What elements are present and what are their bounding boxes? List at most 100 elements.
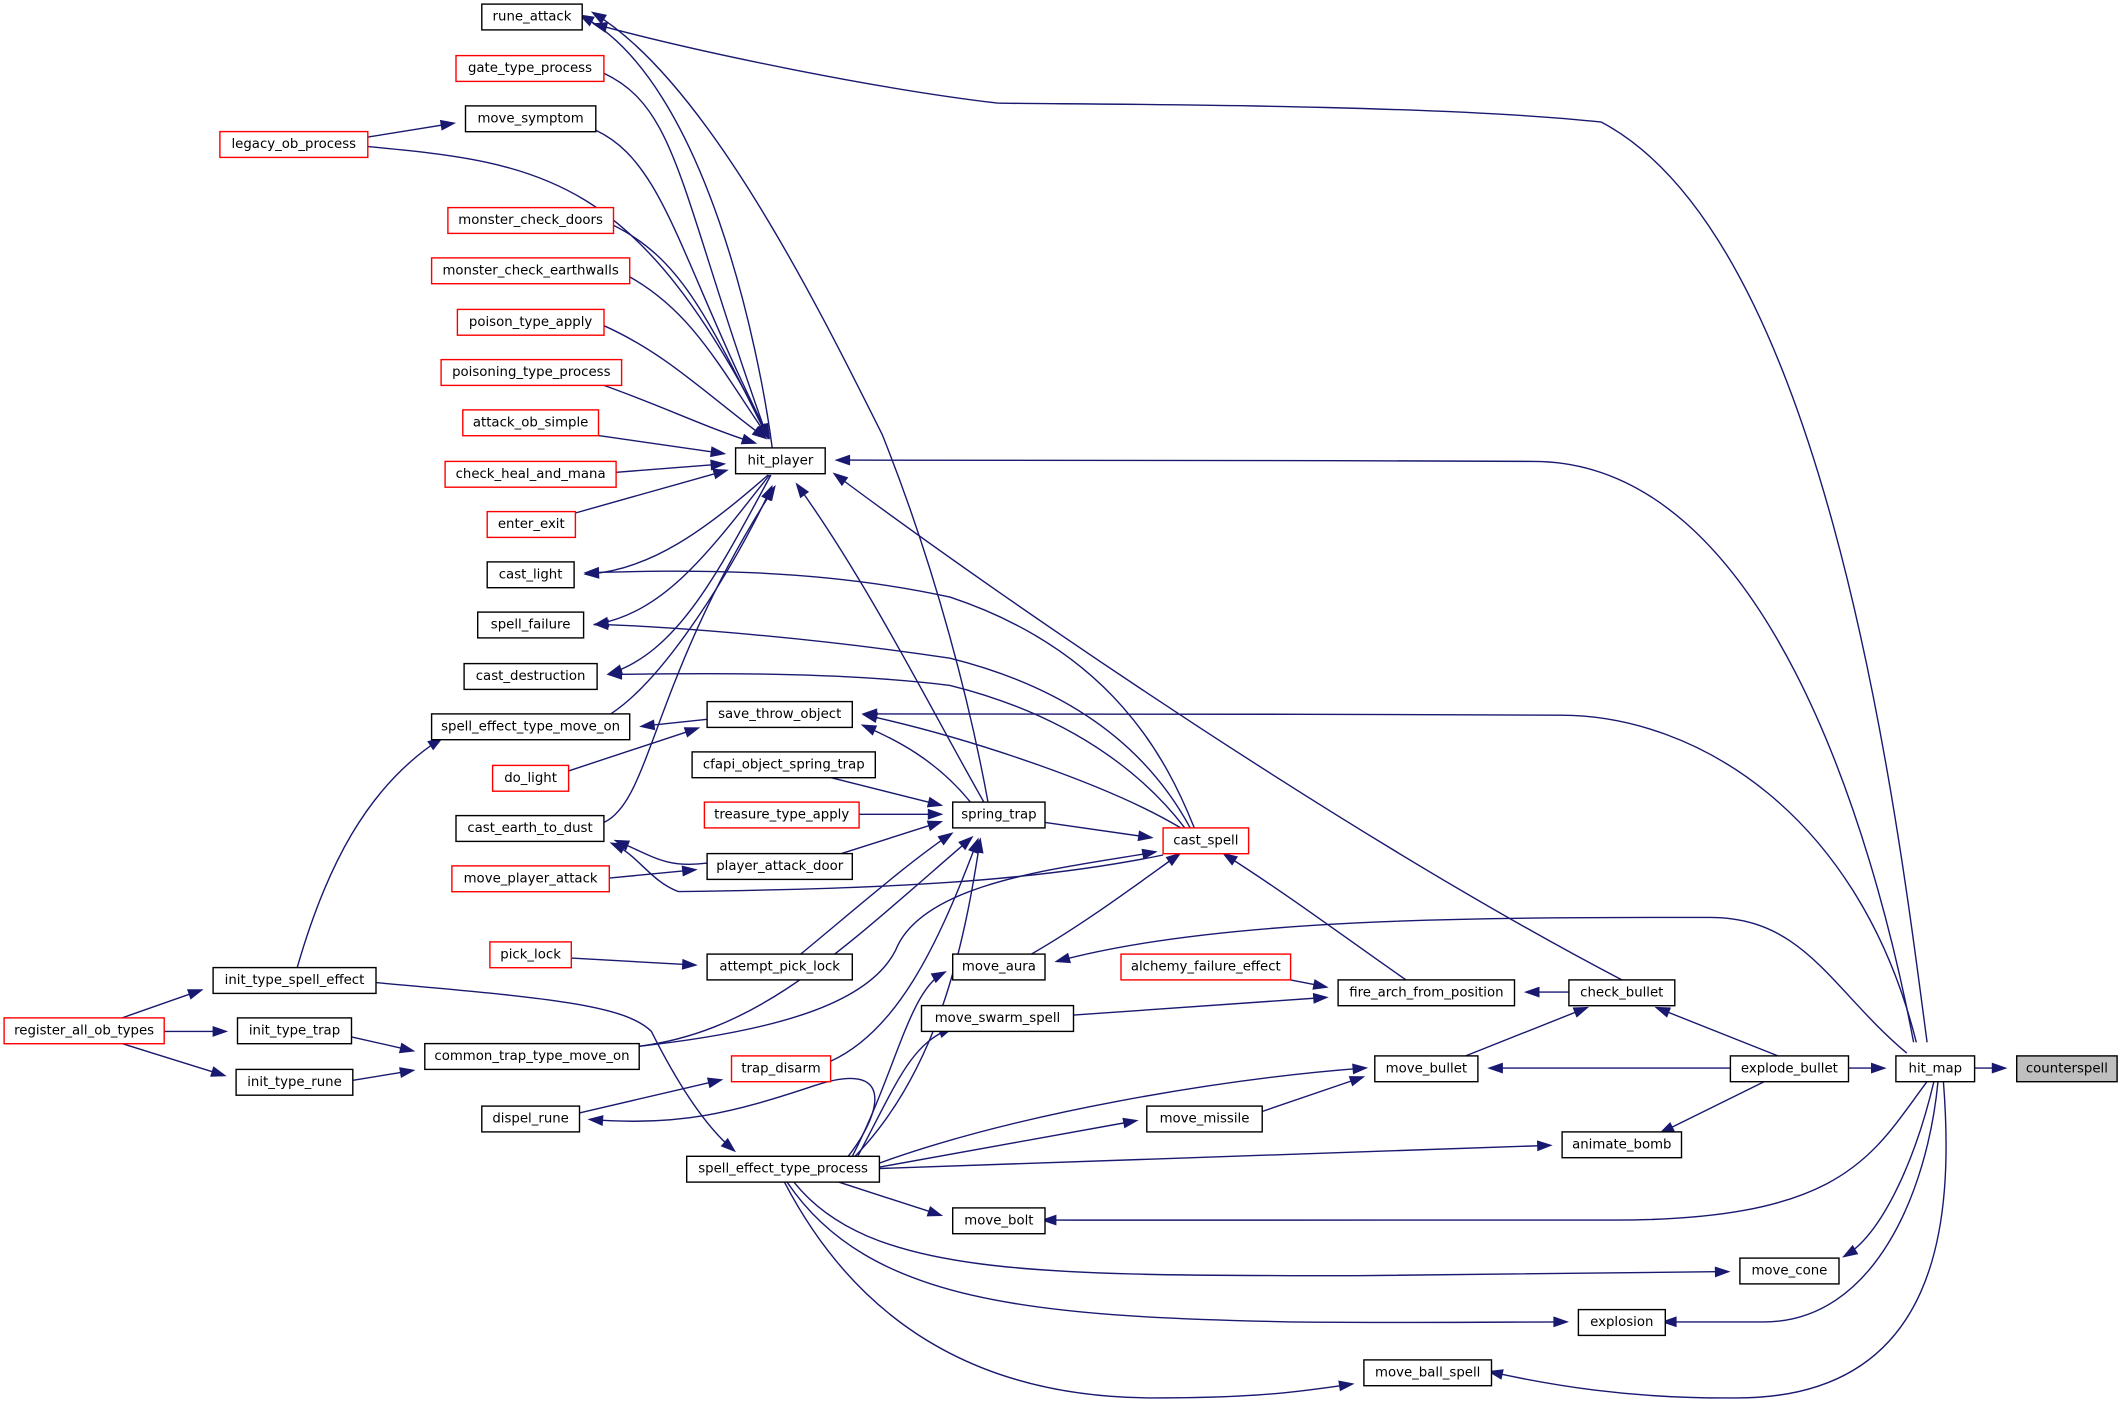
node-init_type_spell_effect[interactable]: init_type_spell_effect (212, 966, 377, 995)
node-box[interactable] (486, 561, 575, 589)
node-box[interactable] (440, 358, 623, 387)
node-monster_check_earthwalls[interactable]: monster_check_earthwalls (430, 257, 631, 285)
node-box[interactable] (464, 105, 597, 133)
node-box[interactable] (691, 751, 876, 779)
node-init_type_rune[interactable]: init_type_rune (235, 1068, 354, 1096)
node-attempt_pick_lock[interactable]: attempt_pick_lock (706, 953, 853, 981)
node-box[interactable] (424, 1042, 640, 1071)
node-box[interactable] (1120, 953, 1292, 981)
node-box[interactable] (219, 130, 369, 159)
node-cast_light[interactable]: cast_light (486, 561, 575, 589)
node-box[interactable] (1363, 1359, 1493, 1387)
node-legacy_ob_process[interactable]: legacy_ob_process (219, 130, 369, 159)
node-box[interactable] (1739, 1257, 1840, 1285)
node-box[interactable] (235, 1068, 354, 1096)
node-box[interactable] (1146, 1105, 1263, 1133)
node-common_trap_type_move_on[interactable]: common_trap_type_move_on (424, 1042, 640, 1071)
node-box[interactable] (430, 713, 631, 741)
node-box[interactable] (236, 1017, 353, 1045)
node-box[interactable] (1374, 1055, 1479, 1083)
node-box[interactable] (486, 510, 577, 539)
node-gate_type_process[interactable]: gate_type_process (455, 54, 605, 83)
node-explode_bullet[interactable]: explode_bullet (1729, 1055, 1850, 1083)
node-box[interactable] (920, 1004, 1075, 1033)
node-box[interactable] (706, 852, 853, 881)
node-box[interactable] (1337, 979, 1516, 1007)
node-attack_ob_simple[interactable]: attack_ob_simple (462, 409, 600, 437)
node-animate_bomb[interactable]: animate_bomb (1561, 1131, 1683, 1159)
node-cast_earth_to_dust[interactable]: cast_earth_to_dust (455, 814, 605, 843)
node-box[interactable] (451, 865, 610, 893)
node-box[interactable] (1895, 1055, 1976, 1083)
node-box[interactable] (2015, 1055, 2118, 1083)
node-box[interactable] (734, 447, 826, 475)
node-box[interactable] (952, 801, 1046, 829)
node-box[interactable] (481, 1105, 581, 1133)
node-box[interactable] (1561, 1131, 1683, 1159)
node-treasure_type_apply[interactable]: treasure_type_apply (703, 801, 860, 829)
node-do_light[interactable]: do_light (491, 764, 570, 792)
node-monster_check_doors[interactable]: monster_check_doors (447, 206, 615, 235)
node-box[interactable] (447, 206, 615, 235)
node-box[interactable] (706, 700, 853, 729)
node-box[interactable] (1729, 1055, 1850, 1083)
node-box[interactable] (456, 308, 605, 336)
node-dispel_rune[interactable]: dispel_rune (481, 1105, 581, 1133)
node-box[interactable] (477, 611, 585, 639)
node-box[interactable] (444, 460, 617, 488)
node-counterspell[interactable]: counterspell (2015, 1055, 2118, 1083)
node-box[interactable] (1162, 827, 1250, 855)
node-poison_type_apply[interactable]: poison_type_apply (456, 308, 605, 336)
node-move_ball_spell[interactable]: move_ball_spell (1363, 1359, 1493, 1387)
node-move_missile[interactable]: move_missile (1146, 1105, 1263, 1133)
node-check_heal_and_mana[interactable]: check_heal_and_mana (444, 460, 617, 488)
node-box[interactable] (462, 409, 600, 437)
node-hit_player[interactable]: hit_player (734, 447, 826, 475)
node-enter_exit[interactable]: enter_exit (486, 510, 577, 539)
node-box[interactable] (952, 1207, 1046, 1235)
node-fire_arch_from_position[interactable]: fire_arch_from_position (1337, 979, 1516, 1007)
node-spell_effect_type_process[interactable]: spell_effect_type_process (686, 1155, 881, 1183)
node-box[interactable] (481, 3, 583, 31)
node-box[interactable] (455, 54, 605, 83)
node-move_bolt[interactable]: move_bolt (952, 1207, 1046, 1235)
node-box[interactable] (3, 1017, 165, 1045)
node-box[interactable] (952, 953, 1046, 981)
node-box[interactable] (1568, 979, 1676, 1007)
node-check_bullet[interactable]: check_bullet (1568, 979, 1676, 1007)
node-box[interactable] (706, 953, 853, 981)
node-pick_lock[interactable]: pick_lock (489, 941, 572, 969)
node-move_cone[interactable]: move_cone (1739, 1257, 1840, 1285)
node-move_swarm_spell[interactable]: move_swarm_spell (920, 1004, 1075, 1033)
node-box[interactable] (686, 1155, 881, 1183)
node-register_all_ob_types[interactable]: register_all_ob_types (3, 1017, 165, 1045)
node-spell_effect_type_move_on[interactable]: spell_effect_type_move_on (430, 713, 631, 741)
node-hit_map[interactable]: hit_map (1895, 1055, 1976, 1083)
node-spell_failure[interactable]: spell_failure (477, 611, 585, 639)
node-move_symptom[interactable]: move_symptom (464, 105, 597, 133)
node-rune_attack[interactable]: rune_attack (481, 3, 583, 31)
node-alchemy_failure_effect[interactable]: alchemy_failure_effect (1120, 953, 1292, 981)
node-box[interactable] (1577, 1308, 1667, 1337)
node-poisoning_type_process[interactable]: poisoning_type_process (440, 358, 623, 387)
node-save_throw_object[interactable]: save_throw_object (706, 700, 853, 729)
node-init_type_trap[interactable]: init_type_trap (236, 1017, 353, 1045)
node-box[interactable] (463, 662, 598, 691)
node-explosion[interactable]: explosion (1577, 1308, 1667, 1337)
node-box[interactable] (491, 764, 570, 792)
node-move_bullet[interactable]: move_bullet (1374, 1055, 1479, 1083)
node-cast_destruction[interactable]: cast_destruction (463, 662, 598, 691)
node-box[interactable] (703, 801, 860, 829)
node-spring_trap[interactable]: spring_trap (952, 801, 1046, 829)
node-box[interactable] (730, 1055, 832, 1083)
node-move_aura[interactable]: move_aura (952, 953, 1046, 981)
node-trap_disarm[interactable]: trap_disarm (730, 1055, 832, 1083)
node-player_attack_door[interactable]: player_attack_door (706, 852, 853, 881)
node-box[interactable] (455, 814, 605, 843)
node-cfapi_object_spring_trap[interactable]: cfapi_object_spring_trap (691, 751, 876, 779)
node-cast_spell[interactable]: cast_spell (1162, 827, 1250, 855)
node-move_player_attack[interactable]: move_player_attack (451, 865, 610, 893)
node-box[interactable] (430, 257, 631, 285)
node-box[interactable] (212, 966, 377, 995)
node-box[interactable] (489, 941, 572, 969)
